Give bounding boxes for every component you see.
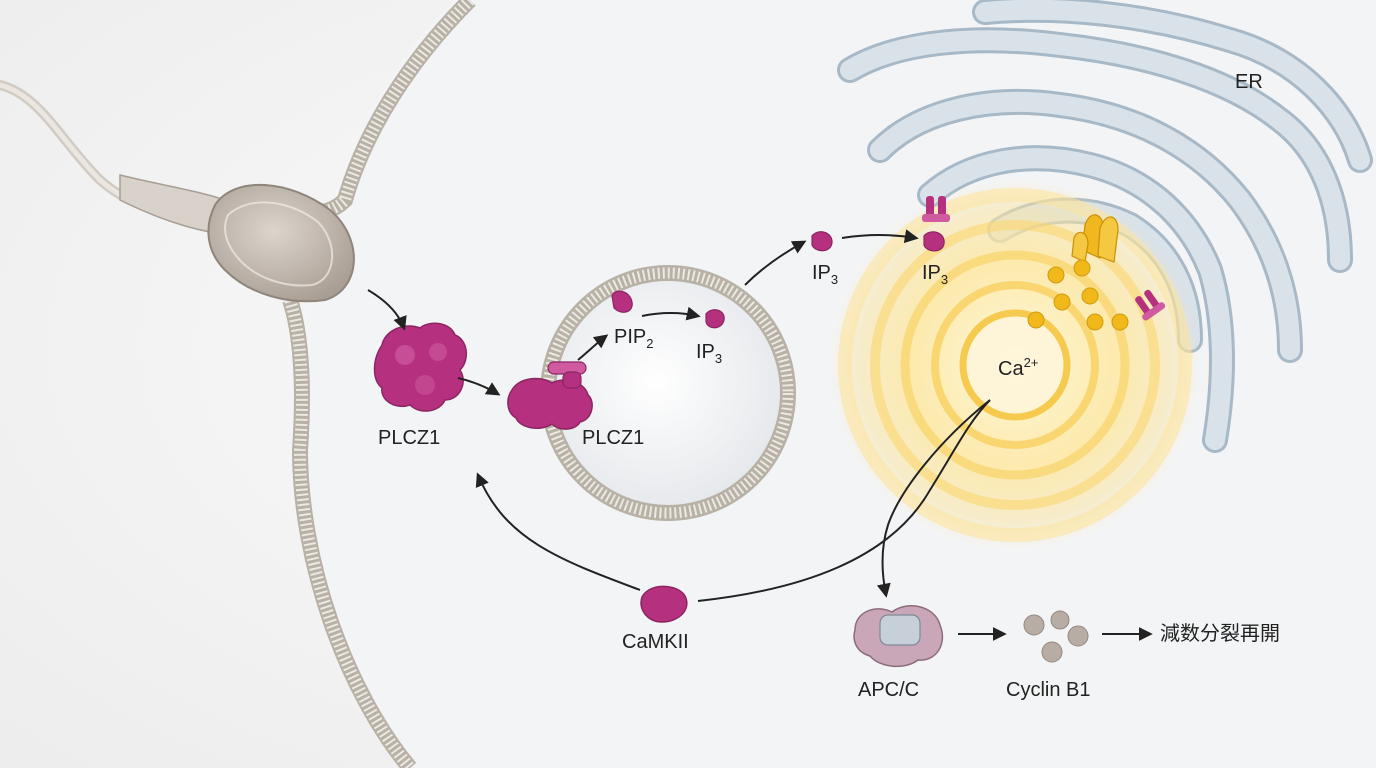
ip3-molecule-vesicle (705, 309, 725, 329)
apcc-complex (853, 605, 944, 668)
ip3-receptor-right (1135, 289, 1166, 321)
label-er: ER (1235, 71, 1263, 93)
calcium-channel (1071, 214, 1119, 263)
label-ip3-mid-base: IP (812, 262, 831, 284)
calcium-wave (830, 180, 1200, 550)
label-calcium-base: Ca (998, 358, 1024, 380)
calcium-ions (1027, 259, 1129, 331)
label-calcium: Ca2+ (998, 356, 1038, 379)
label-pip2-sub: 2 (646, 336, 654, 351)
label-ip3-mid-sub: 3 (830, 272, 839, 287)
cyclin-b1-particles (1023, 610, 1089, 663)
plcz1-protein-outer (373, 322, 467, 412)
arrow-plcz1-to-vesicle (457, 377, 501, 396)
arrow-calcium-to-apcc (876, 399, 991, 598)
label-apcc: APC/C (858, 679, 920, 701)
sperm (0, 80, 355, 303)
arrows (367, 229, 1153, 641)
label-ip3-vesicle-base: IP (696, 341, 715, 363)
label-ip3-vesicle-sub: 3 (714, 351, 723, 366)
arrow-plcz1-to-pip2 (577, 334, 609, 361)
plcz1-protein-inner (507, 361, 593, 430)
ip3-molecule-receptor (923, 231, 945, 252)
line-camkii-to-calcium (697, 399, 991, 602)
label-pip2: PIP2 (614, 327, 653, 350)
label-cyclin-b1: Cyclin B1 (1006, 679, 1091, 701)
arrow-ip3-to-receptor (841, 229, 919, 244)
sperm-head (207, 184, 355, 303)
label-camkii: CaMKII (622, 631, 689, 653)
arrow-pip2-to-ip3 (641, 306, 701, 321)
label-calcium-sup: 2+ (1023, 355, 1039, 370)
pip2-molecule (611, 290, 633, 313)
label-ip3-receptor: IP3 (922, 263, 948, 286)
label-plcz1-inner: PLCZ1 (582, 427, 645, 449)
label-pip2-base: PIP (614, 326, 647, 348)
label-ip3-mid: IP3 (812, 263, 838, 286)
endoplasmic-reticulum (837, 0, 1373, 453)
arrow-sperm-to-plcz1 (367, 289, 407, 331)
ip3-molecule-mid (811, 231, 833, 252)
label-meiosis-resumption: 減数分裂再開 (1160, 623, 1280, 645)
arrow-camkii-to-plcz1 (475, 472, 641, 591)
camkii-protein (640, 585, 688, 623)
ip3-receptor-top (922, 196, 950, 222)
label-ip3-receptor-base: IP (922, 262, 941, 284)
label-plcz1-outer: PLCZ1 (378, 427, 441, 449)
label-ip3-receptor-sub: 3 (940, 272, 949, 287)
label-ip3-vesicle: IP3 (696, 342, 722, 365)
arrow-ip3-to-cytosol (744, 240, 807, 286)
